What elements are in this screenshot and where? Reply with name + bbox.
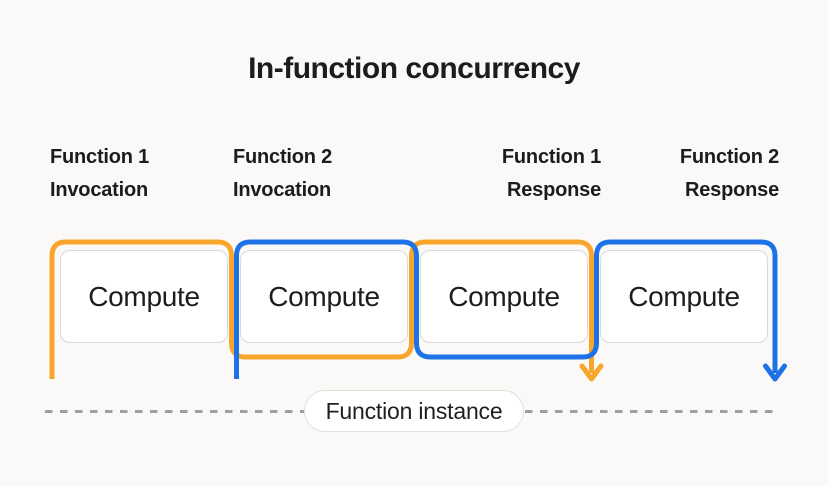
label-line: Function 1	[50, 146, 150, 168]
label-line: Function 2	[679, 146, 779, 168]
compute-box-1: Compute	[60, 250, 228, 343]
diagram-title: In-function concurrency	[248, 52, 580, 85]
label-line: Response	[507, 179, 601, 201]
compute-box-3: Compute	[420, 250, 588, 343]
function-instance-pill: Function instance	[304, 390, 524, 432]
label-line: Invocation	[233, 179, 332, 201]
function1-response-arrow-down-icon	[579, 363, 604, 382]
label-function1-invocation: Function 1 Invocation	[50, 141, 149, 207]
label-line: Response	[685, 179, 779, 201]
label-line: Invocation	[50, 179, 149, 201]
compute-box-4: Compute	[600, 250, 768, 343]
label-function1-response: Function 1 Response	[502, 141, 601, 207]
function2-response-arrow-down-icon	[763, 363, 787, 382]
label-function2-invocation: Function 2 Invocation	[233, 141, 332, 207]
label-function2-response: Function 2 Response	[680, 141, 779, 207]
compute-box-2: Compute	[240, 250, 408, 343]
label-line: Function 1	[501, 146, 601, 168]
label-line: Function 2	[233, 146, 333, 168]
